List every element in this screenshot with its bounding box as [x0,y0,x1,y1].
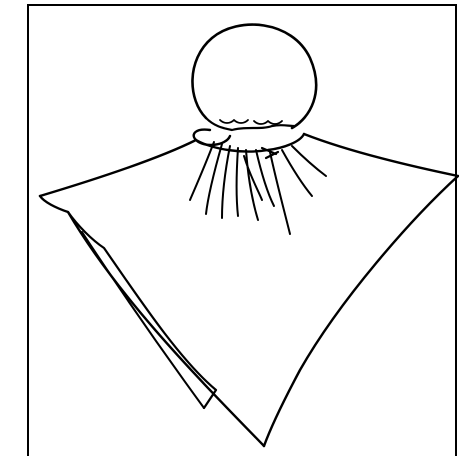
cloth-right-lower-edge [264,176,458,446]
fold-line-4 [237,148,239,216]
fold-line-8 [282,150,312,196]
fold-line-3 [222,146,230,218]
ball-outline [192,25,316,128]
under-flap-inner [82,232,204,408]
fold-line-9 [292,146,326,176]
under-flap [68,212,216,408]
cloth-right-edge [304,134,458,176]
cloth-left-edge [40,140,196,196]
ball-gather-ripple-1 [220,120,248,123]
ball-gather-ripple-2 [254,121,282,124]
cloth-left-corner [40,196,264,446]
fold-line-7 [270,152,290,234]
